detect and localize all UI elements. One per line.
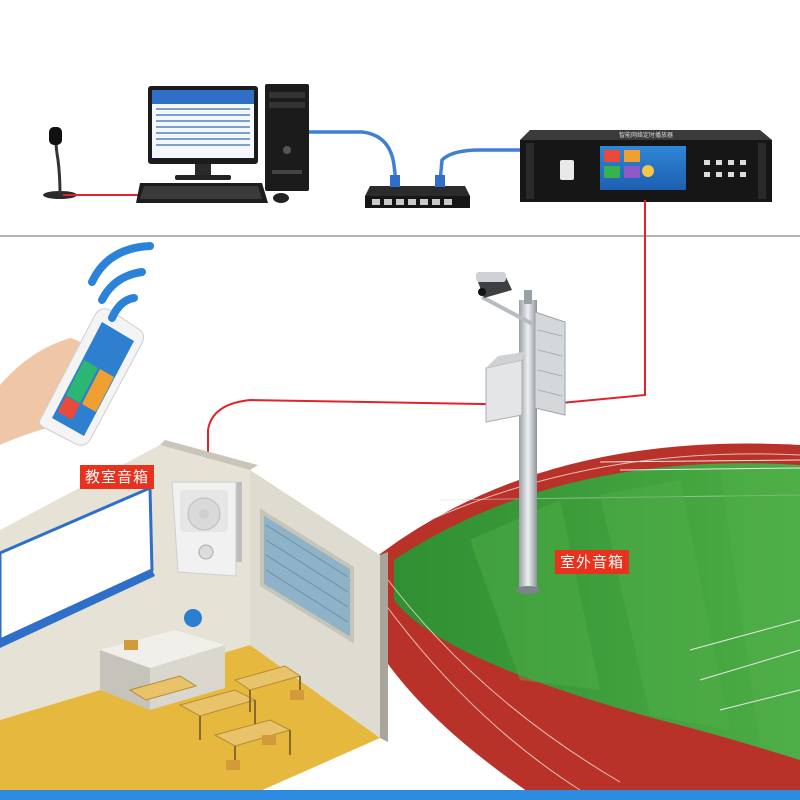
rack-panel-title: 智能网络定时播放器 [619,131,673,139]
wifi-signal-icon [88,242,154,322]
microphone-icon [43,127,77,199]
pole-speaker-icon [481,290,566,594]
signal-wire-main [207,200,646,480]
network-cable-rack [438,148,525,183]
sports-field [372,443,800,800]
camera-icon [476,272,512,298]
classroom [0,440,388,800]
pc-icon [136,84,309,203]
wall-speaker-icon [171,481,242,577]
bottom-bar [0,790,800,800]
network-cable-pc [309,130,398,183]
rack-controller-icon [520,130,772,202]
classroom-speaker-label: 教室音箱 [80,465,155,489]
smartphone-icon [0,308,145,446]
outdoor-speaker-label: 室外音箱 [555,550,630,574]
network-switch-icon [365,175,470,208]
